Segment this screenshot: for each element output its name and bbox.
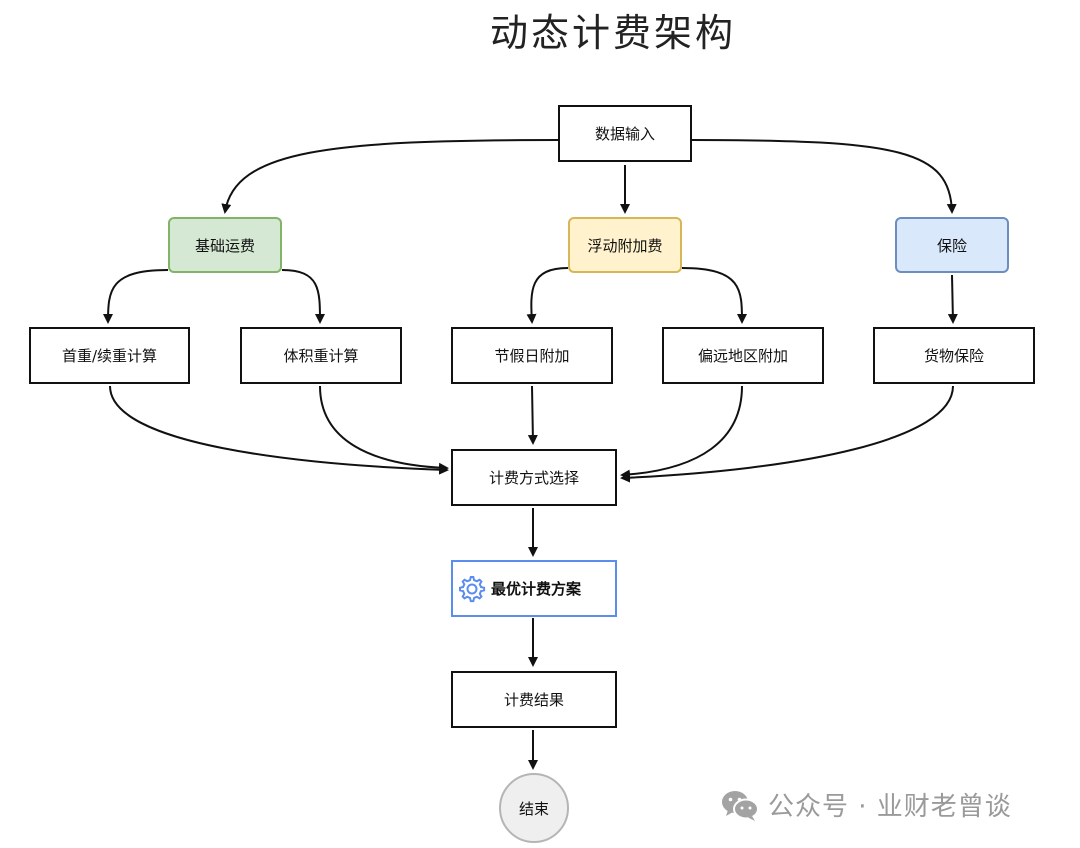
node-optimal-plan: 最优计费方案 bbox=[451, 560, 617, 617]
edge-first-to-select bbox=[109, 385, 449, 475]
node-holiday-surcharge: 节假日附加 bbox=[451, 327, 613, 384]
edge-floating-to-holiday bbox=[526, 267, 569, 324]
edge-volume-to-select bbox=[319, 385, 449, 473]
node-floating-surcharge: 浮动附加费 bbox=[568, 217, 682, 273]
edge-input-to-insurance bbox=[691, 139, 957, 214]
node-cargo-insurance: 货物保险 bbox=[873, 327, 1035, 384]
edge-remote-to-select bbox=[620, 385, 743, 480]
node-billing-method-selection: 计费方式选择 bbox=[451, 449, 617, 506]
edge-base-to-volume bbox=[281, 269, 325, 324]
node-data-input: 数据输入 bbox=[558, 105, 692, 162]
edge-floating-to-remote bbox=[681, 267, 747, 324]
watermark-text: 公众号 · 业财老曾谈 bbox=[768, 792, 1012, 822]
watermark: 公众号 · 业财老曾谈 bbox=[720, 786, 1012, 823]
node-end: 结束 bbox=[499, 773, 569, 843]
wechat-icon bbox=[720, 788, 760, 822]
edge-input-to-base bbox=[221, 139, 559, 214]
gear-icon bbox=[457, 574, 487, 604]
node-remote-area-surcharge: 偏远地区附加 bbox=[662, 327, 824, 384]
diagram-title: 动态计费架构 bbox=[489, 11, 736, 55]
node-insurance: 保险 bbox=[895, 217, 1009, 273]
node-first-continued-weight: 首重/续重计算 bbox=[29, 327, 190, 384]
edge-cargo-to-select bbox=[620, 385, 954, 483]
edge-insurance-to-cargo bbox=[947, 274, 958, 324]
node-billing-result: 计费结果 bbox=[451, 671, 617, 728]
node-volumetric-weight: 体积重计算 bbox=[240, 327, 402, 384]
node-base-freight: 基础运费 bbox=[168, 217, 282, 273]
edge-base-to-first bbox=[103, 269, 169, 324]
edge-holiday-to-select bbox=[527, 385, 538, 445]
